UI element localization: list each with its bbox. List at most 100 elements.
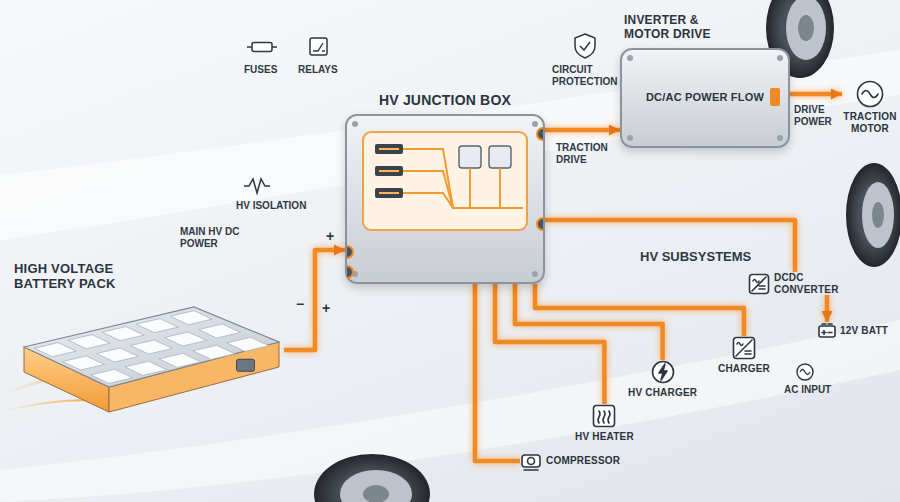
hv-cable [475,284,520,461]
battery-cell [68,335,110,349]
box-interior [347,116,543,282]
battery-cell [136,319,178,333]
status-light [770,88,780,106]
relay-body [310,38,327,55]
icon-stroke [822,323,832,325]
battery-icon: 12V BATT [818,322,888,340]
cable-label: MAIN HV DC POWER [180,226,240,249]
polarity-mark: + [322,300,330,316]
trace [499,168,501,208]
icon-glyph [733,338,754,359]
node-heading: HIGH VOLTAGE BATTERY PACK [14,262,142,292]
isolation-symbol [244,179,270,193]
icon-stroke [753,279,759,282]
icon-outline [522,455,540,467]
icon [520,450,542,472]
relay [459,146,481,168]
compressor-icon: COMPRESSOR [520,450,620,472]
shield-symbol [575,34,595,58]
polarity-mark: + [326,228,334,244]
cable-label: TRACTION DRIVE [556,142,618,165]
charger-icon: CHARGER [718,336,770,375]
ac-circle [797,364,813,380]
group-label: HV SUBSYSTEMS [640,250,751,265]
relay-switch [313,43,325,51]
icon-outline [858,82,883,107]
hv-cable [545,128,620,133]
icon-glyph [858,82,883,107]
hub [363,485,389,502]
hv-cable [515,284,663,360]
icon-stroke [659,364,667,380]
bolt [627,135,633,141]
part-label: CIRCUIT PROTECTION [552,64,622,87]
motor-icon: TRACTION MOTOR [842,80,898,134]
tire [314,454,430,502]
battery-connector [237,359,255,371]
hub [872,202,884,228]
icon-stroke [822,331,832,335]
bolt [777,135,783,141]
fuse [375,144,403,154]
converter-icon: DCDC CONVERTER [748,272,842,295]
battery-cell [227,337,269,351]
battery-cell [131,340,173,354]
battery-cell [34,343,76,357]
hv-cable [545,220,795,272]
hub [798,15,814,41]
icon-outline [819,326,835,337]
node-text: COMPRESSOR [546,455,620,467]
tire [846,163,900,267]
icon-stroke [736,340,752,356]
rim [862,182,894,248]
node-text: HV HEATER [575,431,634,443]
bolt [352,121,358,127]
icon-stroke [608,411,610,423]
cable-socket [537,218,543,230]
icon [592,404,616,428]
icon-stroke [745,351,751,354]
relay-symbol [310,38,327,55]
charger-icon: HV CHARGER [628,360,697,399]
fuse-body [252,43,272,52]
icon-stroke [598,411,600,423]
cable-socket [347,266,353,278]
box-body: DC/AC POWER FLOW [620,48,790,148]
light-streak [0,400,90,412]
icon [748,273,770,295]
icon-glyph [594,406,615,427]
trace [403,171,523,208]
fuse-element [379,192,399,194]
fuse-element [379,170,399,172]
cable-socket [347,246,353,258]
trace [469,168,471,208]
icon [732,336,756,360]
hv-cable [825,295,830,322]
polarity-mark: − [296,296,304,312]
icon-stroke [737,343,743,346]
bolt [627,55,633,61]
node-text: 12V BATT [840,325,888,337]
icon-stroke [528,458,535,465]
icon [651,360,675,384]
battery-cell [125,361,167,375]
hv-cable [535,284,744,336]
icon-glyph [750,274,769,293]
rim [340,470,412,502]
icon-outline [733,338,754,359]
icon [856,80,884,108]
icon-stroke [603,411,605,423]
cable-socket [537,128,543,140]
battery-cell [97,348,139,362]
wheel [846,163,900,267]
icon-stroke [752,277,766,291]
icon-glyph [522,455,540,470]
box-body [345,114,545,284]
icon-glyph [652,362,673,383]
battery-illustration [14,302,284,422]
hv-cable [284,250,345,350]
icon-outline [750,274,769,293]
node-text: CHARGER [718,363,770,375]
